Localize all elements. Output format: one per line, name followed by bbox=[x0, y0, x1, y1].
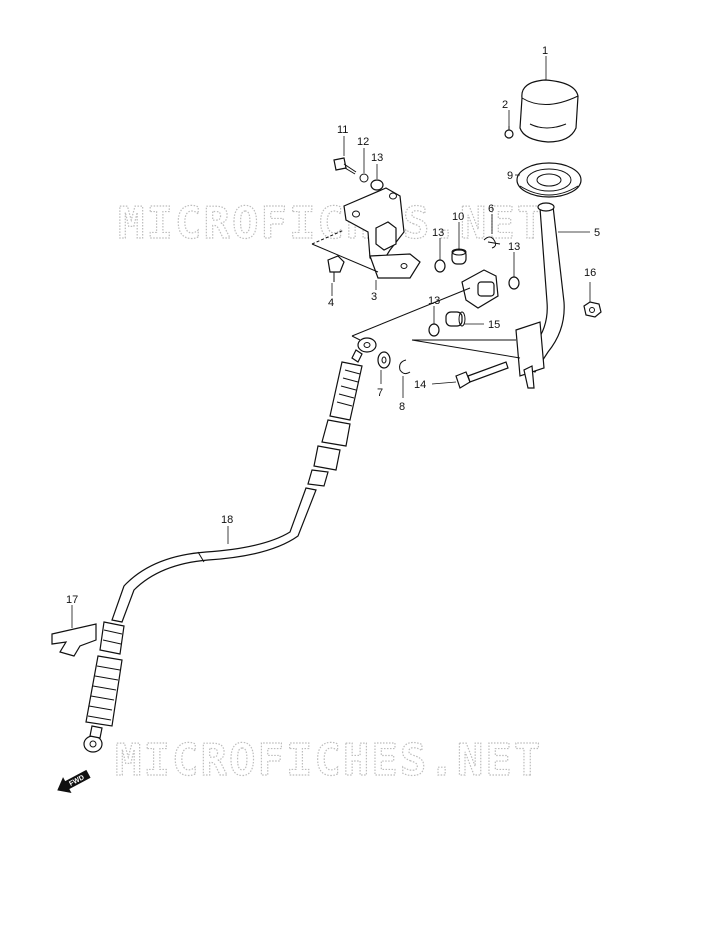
callout-18: 18 bbox=[221, 514, 233, 526]
callout-17: 17 bbox=[66, 594, 78, 606]
lever-housing bbox=[461, 269, 499, 309]
part-1-shift-knob bbox=[519, 79, 579, 143]
part-4-bolt bbox=[327, 255, 345, 282]
callout-4: 4 bbox=[328, 297, 334, 309]
callout-5: 5 bbox=[594, 227, 600, 239]
part-6-spring bbox=[483, 236, 501, 249]
callout-8: 8 bbox=[399, 401, 405, 413]
part-12-washer bbox=[359, 173, 369, 183]
part-8-clip bbox=[399, 359, 411, 375]
part-16-nut bbox=[583, 301, 602, 318]
callout-10: 10 bbox=[452, 211, 464, 223]
callout-7: 7 bbox=[377, 387, 383, 399]
fwd-label: FWD bbox=[68, 774, 85, 788]
part-5-shift-lever bbox=[515, 202, 565, 389]
part-11-bolt bbox=[333, 157, 357, 175]
part-10-pivot bbox=[451, 248, 467, 265]
assembly-lines bbox=[311, 229, 521, 359]
part-15-bushing bbox=[445, 311, 466, 327]
callout-12: 12 bbox=[357, 136, 369, 148]
part-9-boot bbox=[516, 162, 582, 198]
callout-13c: 13 bbox=[508, 241, 520, 253]
leader-14 bbox=[431, 381, 457, 385]
callout-2: 2 bbox=[502, 99, 508, 111]
callout-6: 6 bbox=[488, 203, 494, 215]
part-14-long-bolt bbox=[455, 361, 509, 389]
watermark-top: MICROFICHES.NET bbox=[118, 198, 545, 249]
callout-9: 9 bbox=[507, 170, 513, 182]
callout-14: 14 bbox=[414, 379, 426, 391]
callout-11: 11 bbox=[337, 124, 348, 136]
part-3-bracket bbox=[343, 187, 421, 279]
callout-1: 1 bbox=[542, 45, 548, 57]
callout-15: 15 bbox=[488, 319, 500, 331]
callout-13b: 13 bbox=[432, 227, 444, 239]
part-17-clip bbox=[51, 623, 97, 657]
part-18-shift-cable bbox=[83, 337, 377, 753]
callout-3: 3 bbox=[371, 291, 377, 303]
callout-16: 16 bbox=[584, 267, 596, 279]
fwd-arrow-icon: FWD bbox=[57, 769, 91, 794]
watermark-bottom: MICROFICHES.NET bbox=[115, 735, 542, 786]
part-2-screw bbox=[504, 126, 514, 139]
part-7-washer bbox=[377, 351, 391, 369]
callout-13a: 13 bbox=[371, 152, 383, 164]
